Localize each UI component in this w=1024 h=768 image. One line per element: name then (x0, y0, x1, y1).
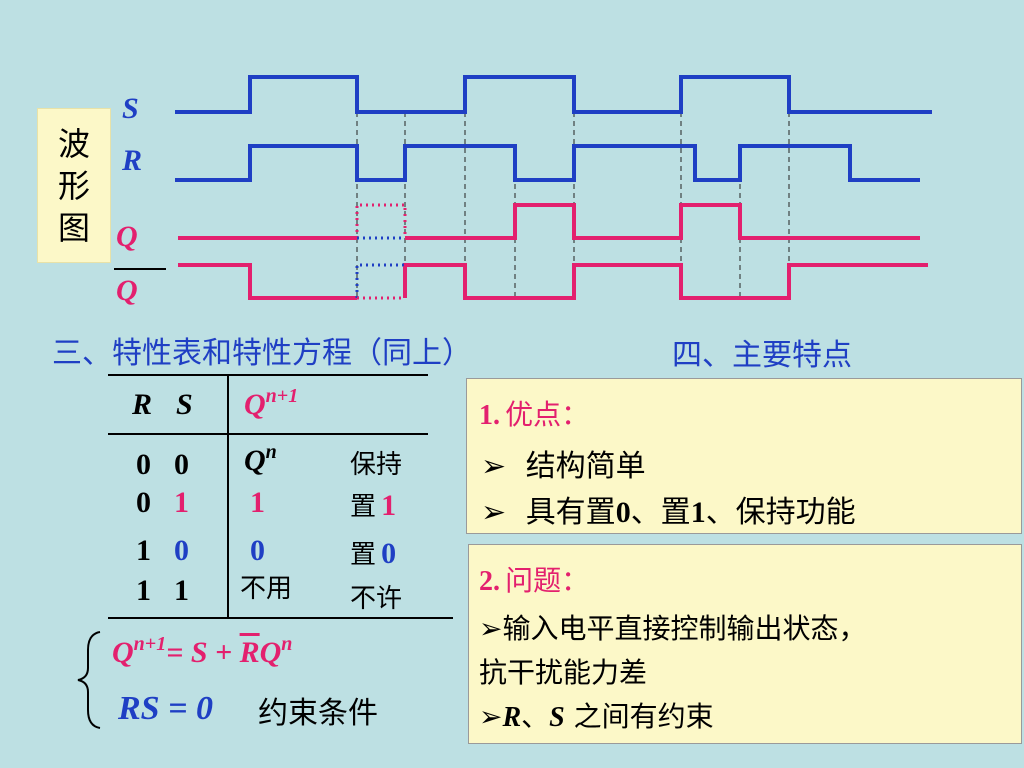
section3-title: 三、特性表和特性方程（同上） (52, 336, 472, 371)
row1-note: 保持 (350, 450, 403, 480)
row2-r: 0 (136, 486, 151, 519)
waveform-s (175, 75, 932, 114)
row3-note: 置 0 (350, 534, 396, 571)
eq-s: S (190, 636, 208, 669)
row4-r: 1 (136, 574, 151, 607)
row3-r: 1 (136, 534, 151, 567)
row2-s: 1 (174, 486, 189, 519)
waveform-label-char-1: 波 (57, 124, 90, 163)
problems-box: 2. 问题： ➢输入电平直接控制输出状态， 抗干扰能力差 ➢R、S 之间有约束 (468, 544, 1022, 744)
advantage-item-2: ➢ 具有置0、置1、保持功能 (481, 487, 856, 531)
eq-q-sup: n+1 (133, 633, 167, 655)
constraint-equation: RS = 0 (118, 690, 213, 728)
table-header-rule (108, 433, 428, 435)
problem-line-3-text: 之间有约束 (573, 700, 714, 733)
col-header-qnext: Qn+1 (244, 385, 299, 422)
problem-line-3-s: S (549, 702, 565, 733)
qbar-undefined-dots-blue (355, 263, 405, 298)
row4-note: 不许 (350, 584, 403, 614)
row3-note-value: 0 (381, 537, 397, 570)
col-header-s: S (176, 388, 193, 421)
signal-label-s: S (122, 92, 139, 125)
advantage-item-2-a: 具有置 (525, 495, 616, 530)
waveform-q-segments (178, 203, 920, 240)
row2-note: 置 1 (350, 486, 396, 523)
advantage-item-1: ➢ 结构简单 (481, 441, 646, 485)
bullet-arrow-icon: ➢ (479, 700, 503, 733)
advantage-item-2-b: 、置 (630, 495, 691, 530)
advantage-item-1-text: 结构简单 (525, 449, 646, 484)
row1-s: 0 (174, 448, 189, 481)
row3-note-prefix: 置 (350, 540, 377, 570)
advantages-num: 1. (479, 400, 500, 431)
problems-title-text: 问题： (505, 564, 590, 597)
signal-label-r: R (122, 144, 143, 177)
constraint-label: 约束条件 (258, 696, 378, 731)
problem-line-3: ➢R、S 之间有约束 (479, 695, 714, 735)
bullet-arrow-icon: ➢ (481, 495, 507, 530)
row1-q-base: Q (244, 444, 266, 477)
bullet-arrow-icon: ➢ (479, 612, 503, 645)
row4-s: 1 (174, 574, 189, 607)
eq-q2-sup: n (281, 633, 293, 655)
advantages-title-text: 优点： (505, 398, 590, 431)
waveform-label: 波 形 图 (37, 108, 111, 263)
qbar-overline (114, 268, 166, 270)
q-undefined-dots (355, 203, 407, 238)
problems-num: 2. (479, 566, 500, 597)
row1-q-sup: n (265, 441, 277, 463)
problems-title: 2. 问题： (479, 559, 589, 599)
eq-equals: = (166, 636, 184, 669)
advantage-item-2-v2: 1 (690, 496, 706, 529)
advantage-item-2-v1: 0 (615, 496, 631, 529)
undefined-state-marks (355, 203, 407, 300)
qbar-undefined-dots (357, 265, 407, 300)
brace-curve (77, 631, 101, 729)
problem-line-3-r: R (502, 702, 522, 733)
table-column-divider (227, 374, 229, 618)
section4-title: 四、主要特点 (672, 338, 852, 373)
equation-brace (77, 631, 101, 729)
eq-equals-2: = (168, 690, 188, 727)
eq-q2: Q (259, 636, 282, 669)
bullet-arrow-icon: ➢ (481, 449, 507, 484)
eq-rs: RS (118, 690, 160, 727)
row1-r: 0 (136, 448, 151, 481)
row3-q: 0 (250, 534, 265, 567)
eq-rbar: R (239, 636, 260, 669)
row2-q: 1 (250, 486, 265, 519)
advantage-item-2-c: 、保持功能 (705, 495, 856, 530)
col-header-q: Q (244, 388, 266, 421)
waveform-label-char-2: 形 (57, 166, 90, 205)
row3-s: 0 (174, 534, 189, 567)
table-top-rule (108, 374, 428, 376)
eq-zero: 0 (195, 690, 213, 727)
row4-q: 不用 (240, 574, 293, 604)
row2-note-prefix: 置 (350, 492, 377, 522)
advantages-box: 1. 优点： ➢ 结构简单 ➢ 具有置0、置1、保持功能 (466, 378, 1022, 534)
waveform-qbar (178, 263, 928, 300)
eq-q: Q (112, 636, 134, 669)
table-bottom-rule (108, 617, 453, 619)
problem-line-1-text: 输入电平直接控制输出状态， (502, 612, 867, 645)
col-header-q-sup: n+1 (265, 385, 299, 407)
row1-q: Qn (244, 441, 277, 478)
waveform-label-char-3: 图 (57, 208, 90, 247)
advantages-title: 1. 优点： (479, 393, 589, 433)
waveform-r (175, 144, 920, 182)
problem-line-2: 抗干扰能力差 (479, 656, 648, 689)
row2-note-value: 1 (381, 489, 397, 522)
eq-plus: + (215, 636, 233, 669)
timing-diagram (175, 75, 932, 300)
problem-line-3-sep: 、 (521, 700, 550, 733)
characteristic-equation: Qn+1= S + RQn (112, 633, 293, 670)
problem-line-1: ➢输入电平直接控制输出状态， (479, 607, 866, 647)
col-header-r: R (132, 388, 153, 421)
signal-label-qbar: Q (116, 274, 138, 307)
signal-label-q: Q (116, 220, 138, 253)
